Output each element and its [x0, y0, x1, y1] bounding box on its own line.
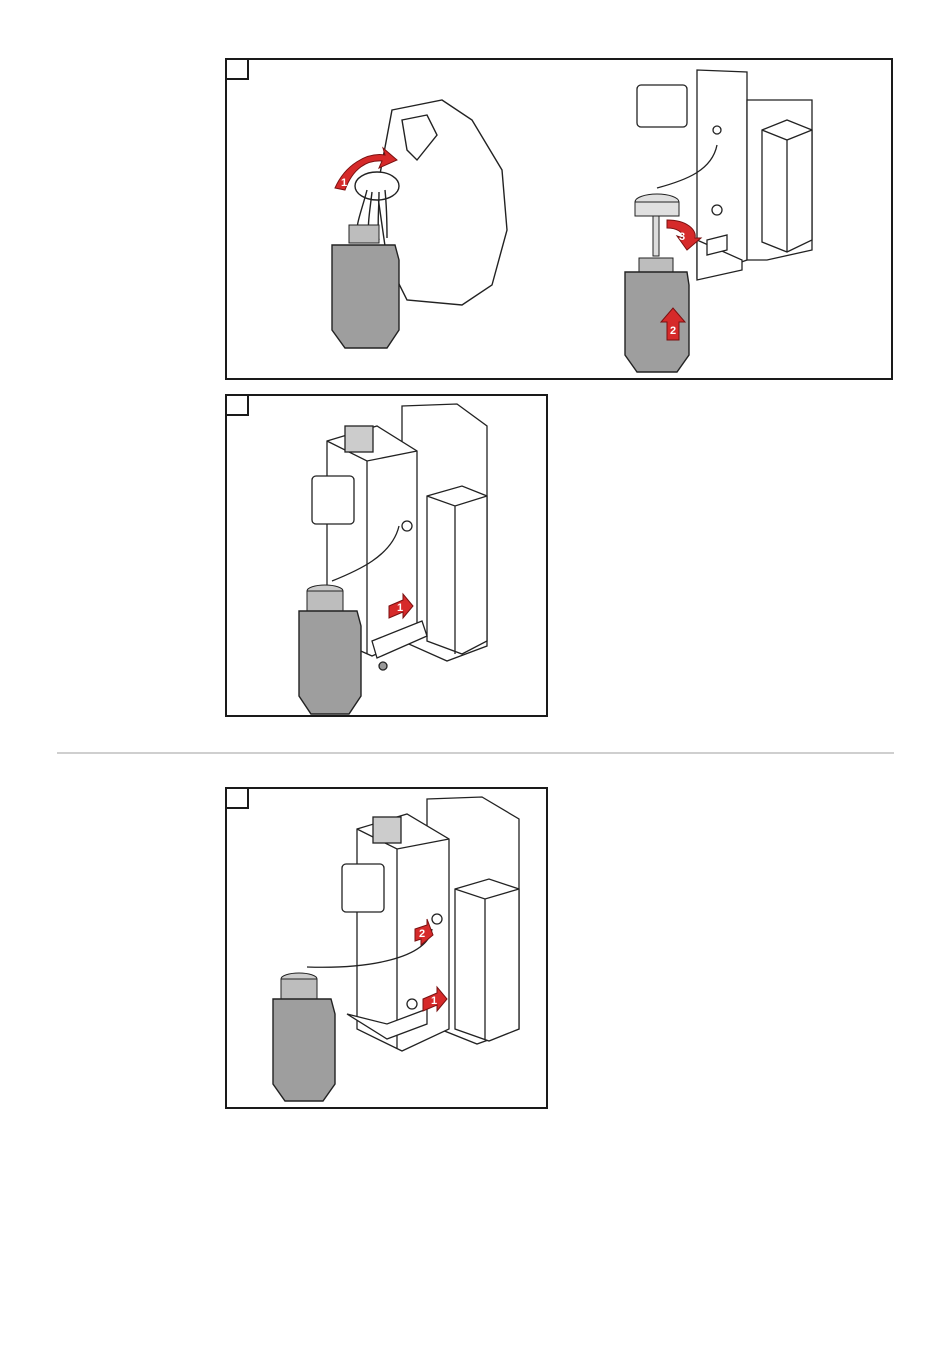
svg-text:2: 2	[670, 325, 676, 337]
svg-text:1: 1	[397, 602, 403, 614]
rotate-arrow-icon: 3	[667, 220, 701, 250]
figure-refill-and-mount: 1 3 2	[225, 58, 893, 380]
figure-insert-bottle: 1	[225, 394, 548, 717]
svg-text:1: 1	[341, 177, 347, 189]
pump-unit-illustration	[307, 797, 519, 1051]
svg-text:1: 1	[431, 995, 437, 1007]
figure-connect-bottle: 2 1	[225, 787, 548, 1109]
illustration-connect: 2 1	[227, 789, 548, 1109]
svg-text:2: 2	[419, 928, 425, 940]
bottle-illustration	[273, 973, 335, 1101]
pump-unit-illustration	[637, 70, 812, 280]
illustration-insert: 1	[227, 396, 548, 717]
section-divider	[57, 752, 894, 754]
svg-text:3: 3	[679, 231, 685, 243]
illustration-refill: 1 3 2	[227, 60, 893, 380]
